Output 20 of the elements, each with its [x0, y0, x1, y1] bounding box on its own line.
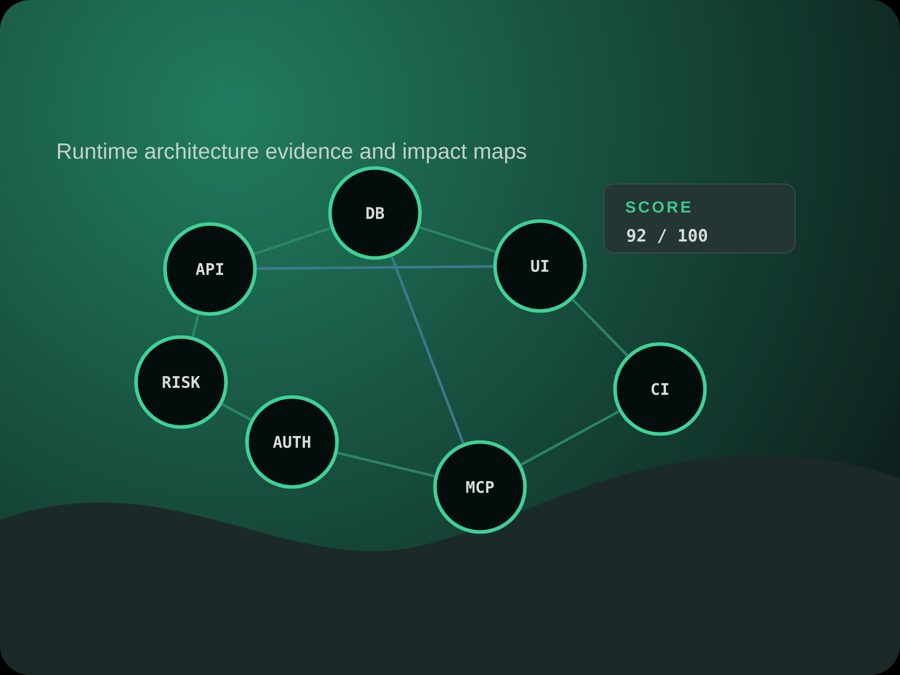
- connector-line: [520, 410, 620, 466]
- connector-line: [254, 226, 332, 256]
- score-heading: SCORE: [626, 201, 690, 213]
- connector-line: [191, 314, 200, 337]
- service-node: RISK: [134, 335, 228, 429]
- service-node: AUTH: [245, 395, 339, 489]
- connector-line: [419, 226, 496, 253]
- service-node: MCP: [433, 440, 527, 534]
- connector-line: [572, 298, 628, 356]
- connector-line: [222, 403, 252, 421]
- connector-line: [390, 256, 464, 444]
- service-node: CI: [613, 342, 707, 436]
- service-node: DB: [328, 166, 422, 260]
- subtitle: Runtime architecture evidence and impact maps: [58, 142, 526, 164]
- connector-line: [256, 265, 494, 270]
- service-node: API: [163, 222, 257, 316]
- connector-line: [337, 452, 435, 478]
- score-value: 92 / 100: [627, 228, 708, 244]
- service-node: UI: [493, 219, 587, 313]
- score-panel: [604, 184, 796, 254]
